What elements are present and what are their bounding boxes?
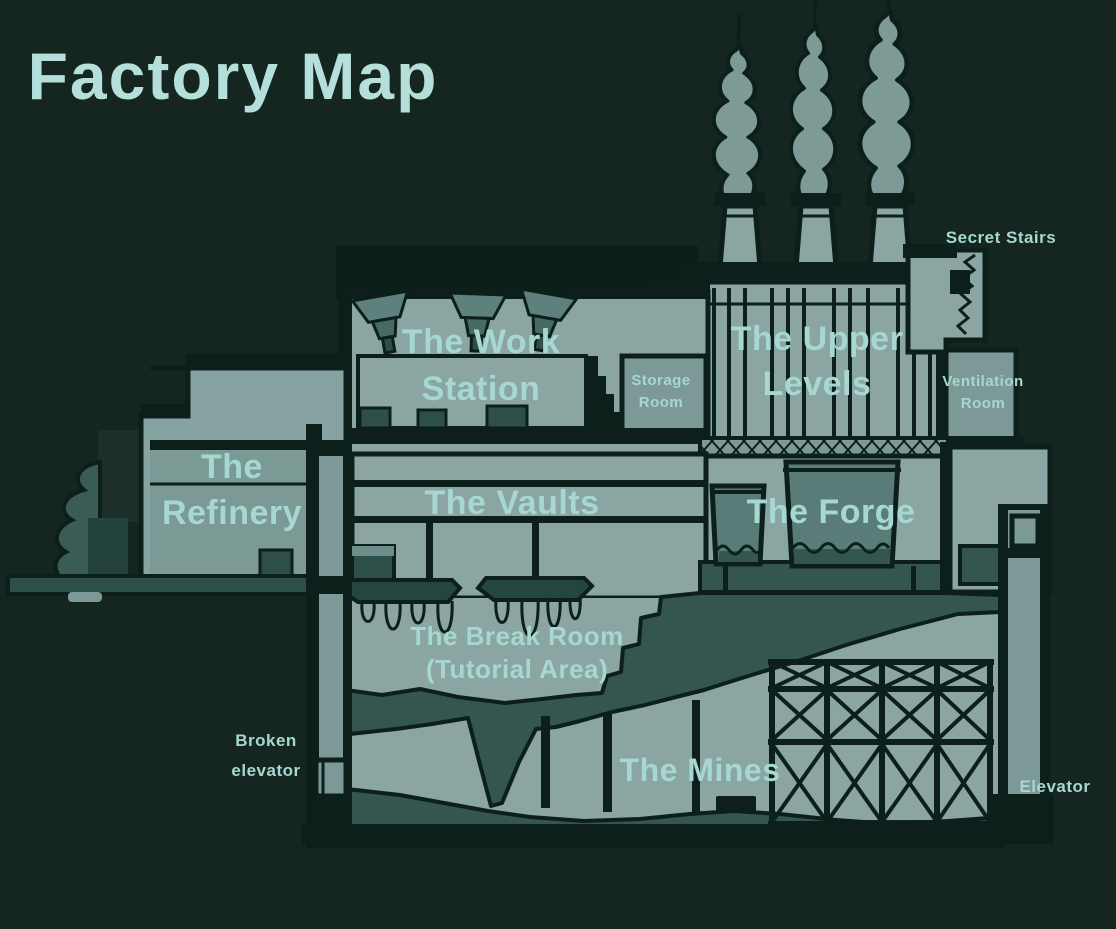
smoke-plume-icons xyxy=(714,0,913,206)
region-label-ventilation-room: Ventilation Room xyxy=(942,373,1024,412)
region-label-mines: The Mines xyxy=(619,752,781,788)
large-vat-icon xyxy=(783,459,901,569)
dirt-layer xyxy=(344,591,1002,808)
region-label-upper-levels: The Upper Levels xyxy=(730,320,904,403)
title-line-1: Factory xyxy=(27,39,281,113)
elevator-car-icon xyxy=(313,757,349,799)
secret-stairs-structure xyxy=(903,244,988,355)
floor-bands xyxy=(340,428,950,458)
hanging-hooks-icon xyxy=(360,595,582,638)
pipe-icons xyxy=(712,288,932,440)
page-title: Factory Map xyxy=(28,30,439,122)
hanging-platform-icon xyxy=(337,578,463,604)
region-label-storage-room: Storage Room xyxy=(631,372,691,411)
region-label-elevator: Elevator xyxy=(1019,777,1091,796)
mines-structure xyxy=(541,659,994,827)
broken-elevator-structure xyxy=(306,440,352,840)
stairs-zigzag-icon xyxy=(955,253,977,336)
region-label-refinery: The Refinery xyxy=(161,448,303,532)
small-vat-icon xyxy=(709,483,767,567)
title-line-2: Map xyxy=(300,39,439,113)
minecart-icon xyxy=(716,796,756,813)
hanging-platform-icon xyxy=(475,576,595,602)
catwalk-icon xyxy=(698,436,950,458)
region-label-secret-stairs: Secret Stairs xyxy=(945,228,1057,247)
region-label-vaults: The Vaults xyxy=(424,484,600,522)
region-label-break-room: The Break Room (Tutorial Area) xyxy=(410,621,624,684)
base-platform xyxy=(302,824,1054,844)
lower-ledge xyxy=(6,574,352,596)
elevator-structure xyxy=(990,504,1054,834)
region-label-forge: The Forge xyxy=(746,493,916,531)
vaults-structure xyxy=(349,451,709,601)
region-label-broken-elevator: Broken elevator xyxy=(231,731,301,780)
stairs-steps-icon xyxy=(586,356,622,448)
region-label-work-station: The Work Station xyxy=(401,323,561,408)
elevator-window-icon xyxy=(1009,513,1041,549)
scaffold-truss-icon xyxy=(768,659,994,827)
